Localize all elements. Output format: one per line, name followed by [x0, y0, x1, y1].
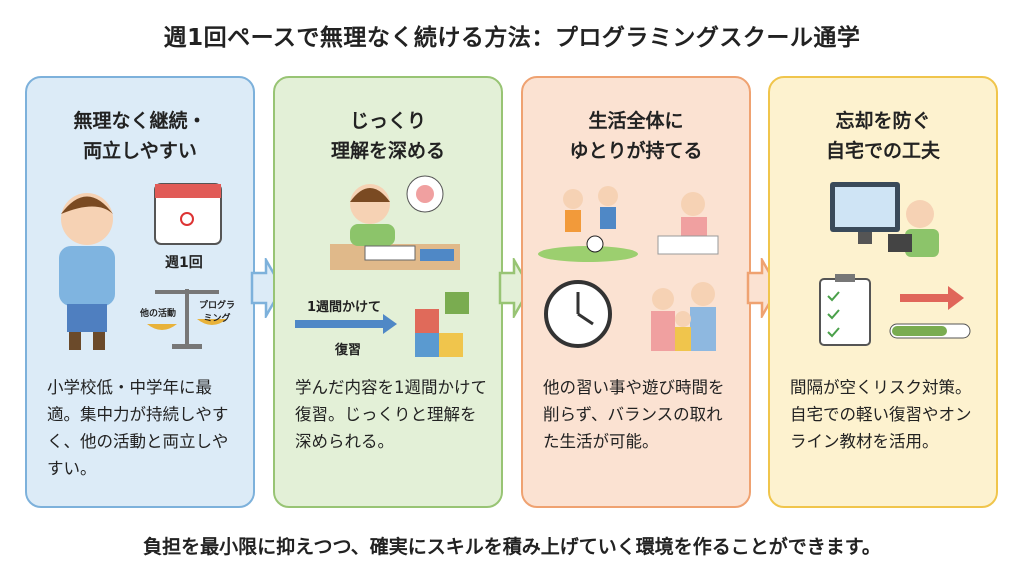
review-label: 復習: [335, 343, 362, 358]
card-body: 他の習い事や遊び時間を削らず、バランスの取れた生活が可能。: [543, 378, 725, 451]
page-title: 週1回ペースで無理なく続ける方法：プログラミングスクール通学: [163, 25, 861, 51]
heading-line: 理解を深める: [330, 140, 445, 162]
studying-puzzle-illustration: 1週間かけて 復習: [285, 174, 495, 364]
student-icon: [59, 183, 227, 350]
one-week-label: 1週間かけて: [307, 300, 382, 315]
heading-line: ゆとりが持てる: [569, 140, 703, 162]
heading-line: 両立しやすい: [83, 140, 197, 162]
heading-line: じっくり: [349, 110, 426, 132]
family-clock-icon: [538, 186, 719, 351]
card-home-study: 忘却を防ぐ自宅での工夫 間隔が空くリスク対策。自宅での軽い復習やオンライン教材を…: [768, 76, 998, 508]
card-heading: 生活全体にゆとりが持てる: [523, 106, 749, 166]
card-heading: 忘却を防ぐ自宅での工夫: [770, 106, 996, 166]
heading-line: 生活全体に: [588, 110, 684, 132]
heading-line: 無理なく継続・: [73, 110, 207, 132]
computer-checklist-icon: [819, 182, 971, 346]
weekly-label: 週1回: [165, 255, 203, 271]
card-heading: 無理なく継続・両立しやすい: [27, 106, 253, 166]
card-continuation: 無理なく継続・両立しやすい 週1回 他の活動 プログラミング 小学校低・中学年に…: [25, 76, 255, 508]
card-body: 間隔が空くリスク対策。自宅での軽い復習やオンライン教材を活用。: [790, 378, 972, 451]
card-body: 学んだ内容を1週間かけて復習。じっくりと理解を深められる。: [295, 378, 487, 451]
heading-line: 忘却を防ぐ: [835, 110, 931, 132]
card-heading: じっくり理解を深める: [275, 106, 501, 166]
heading-line: 自宅での工夫: [825, 140, 940, 162]
programming-label: プログラミング: [198, 301, 235, 324]
other-activities-label: 他の活動: [140, 309, 177, 319]
footer-summary: 負担を最小限に抑えつつ、確実にスキルを積み上げていく環境を作ることができます。: [143, 536, 881, 558]
card-life-balance: 生活全体にゆとりが持てる 他の習い事や遊び時間を削らず、バランスの取れた生活が可…: [521, 76, 751, 508]
home-study-illustration: [780, 174, 990, 364]
student-calendar-scale-illustration: 週1回 他の活動 プログラミング: [37, 174, 247, 364]
card-deep-understanding: じっくり理解を深める 1週間かけて 復習 学んだ内容を1週間かけて復習。じっくり…: [273, 76, 503, 508]
card-body: 小学校低・中学年に最適。集中力が持続しやすく、他の活動と両立しやすい。: [47, 378, 229, 478]
study-icon: [295, 175, 469, 357]
play-clock-family-illustration: [533, 174, 743, 364]
